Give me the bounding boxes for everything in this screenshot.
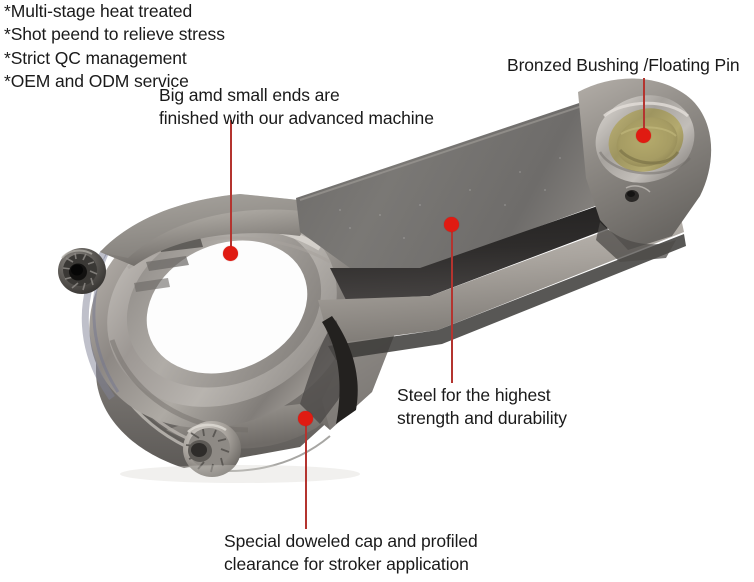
cap-bolt-lower <box>183 421 241 477</box>
callout-dot-ends <box>223 246 238 261</box>
callout-dot-bushing <box>636 128 651 143</box>
callout-label-cap: Special doweled cap and profiled clearan… <box>224 531 478 574</box>
product-feature-list: *Multi-stage heat treated *Shot peend to… <box>4 1 225 91</box>
leader-line-cap <box>305 418 307 529</box>
leader-line-steel <box>451 224 453 383</box>
callout-label-bushing: Bronzed Bushing /Floating Pin <box>507 55 740 75</box>
leader-line-bushing <box>643 78 645 136</box>
leader-line-ends <box>230 120 232 254</box>
big-end-arm-top <box>100 194 318 266</box>
callout-dot-steel <box>444 217 459 232</box>
callout-label-ends: Big amd small ends are finished with our… <box>159 85 434 128</box>
big-end-bore <box>81 196 355 433</box>
callout-dot-cap <box>298 411 313 426</box>
h-beam-shank <box>296 96 686 424</box>
callout-label-steel: Steel for the highest strength and durab… <box>397 385 567 428</box>
cap-bolt-upper <box>58 248 106 294</box>
